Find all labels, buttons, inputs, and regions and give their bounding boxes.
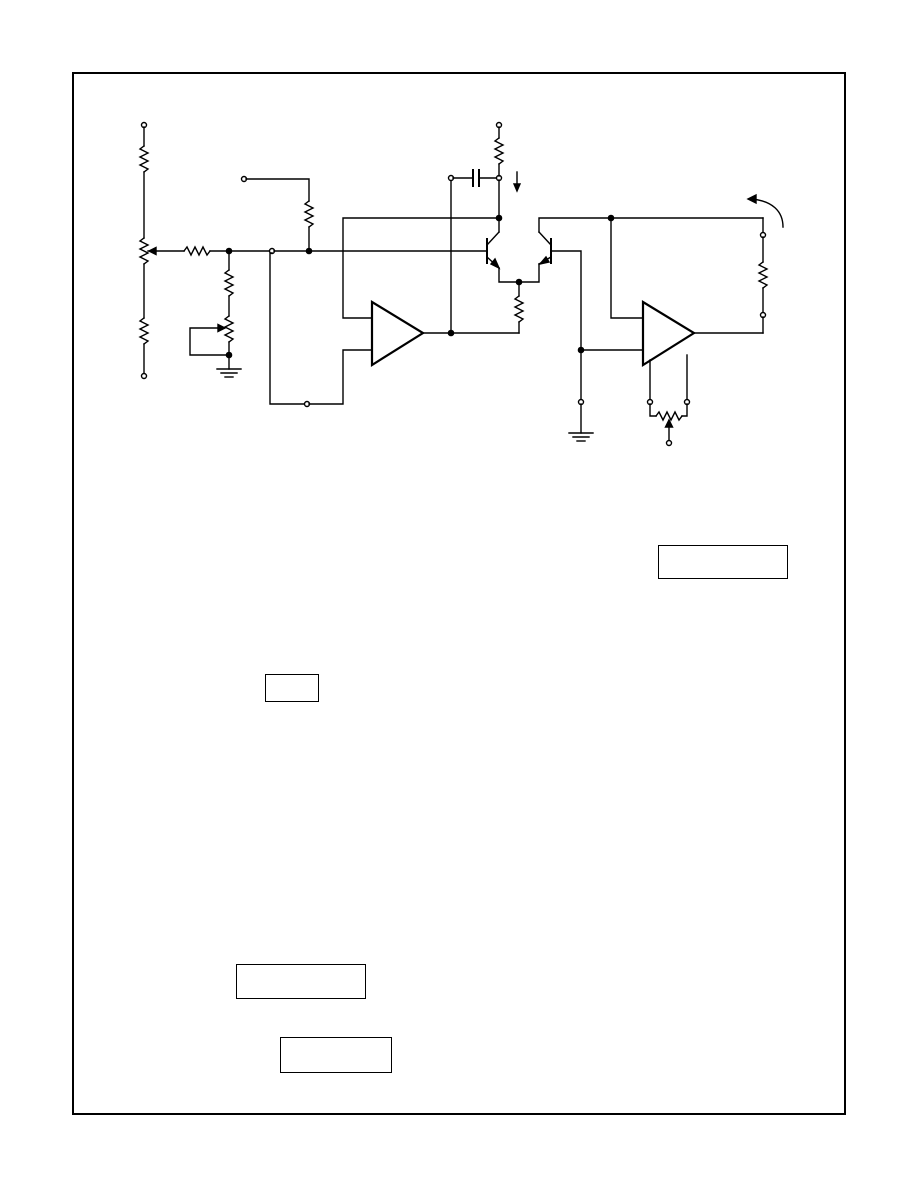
trim-network — [189, 247, 242, 378]
equation-bracket-1 — [658, 545, 788, 579]
equation-bracket-3 — [236, 964, 366, 999]
reference-divider — [138, 121, 230, 380]
resistor-bottom — [138, 317, 150, 345]
feedback-arrow-icon — [746, 193, 757, 205]
op-amp-2 — [607, 193, 784, 447]
input-bus — [228, 175, 488, 408]
series-resistor — [183, 245, 211, 257]
null-potentiometer — [655, 410, 683, 422]
equation-bracket-4 — [280, 1037, 392, 1073]
transistor-pair — [486, 121, 644, 442]
wiper-arrow-icon — [147, 246, 157, 256]
trim-potentiometer — [223, 315, 235, 343]
current-arrow-icon — [512, 183, 522, 193]
potentiometer-center — [138, 237, 150, 265]
resistor-top — [138, 145, 150, 173]
equation-bracket-2 — [265, 674, 319, 702]
document-frame — [72, 72, 846, 1115]
op-amp-1 — [342, 169, 520, 367]
